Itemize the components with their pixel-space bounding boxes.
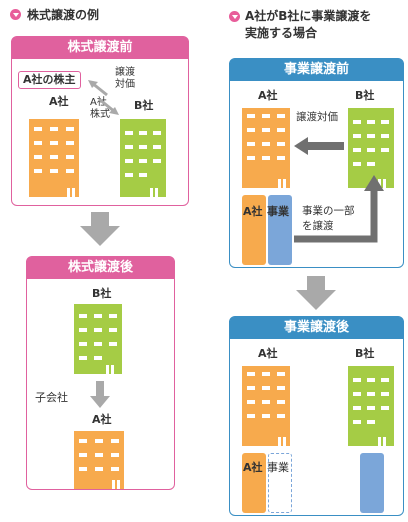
company-b-label: B社 [355,347,375,360]
left-heading: 株式譲渡の例 [27,8,100,22]
company-b-building-icon [74,304,122,374]
down-arrow-icon [296,276,336,310]
company-b-building-icon [348,366,394,446]
exchange-arrows [88,80,119,115]
transfer-label-line1: 事業の一部 [302,205,355,217]
company-b-label: B社 [134,99,154,112]
panel-business-transfer-before: 事業譲渡前 A社 B社 譲渡対価 A社 事業 事業の一部 を譲渡 [229,58,404,268]
company-a-building-icon [242,366,290,446]
acquired-business-bar [360,453,384,513]
company-a-core-bar [242,453,266,513]
down-arrow-icon [90,381,110,408]
panel-business-transfer-after: 事業譲渡後 A社 B社 A社 事業 [229,316,404,516]
bullet-icon [229,11,240,22]
transfer-label-line2: を譲渡 [302,220,334,232]
panel-stock-transfer-after: 株式譲渡後 B社 子会社 A社 [26,256,175,490]
company-a-label: A社 [258,347,278,360]
company-a-bar-label: A社 [243,461,263,474]
payment-label-line2: 対価 [115,79,135,90]
business-bar-label: 事業 [267,205,289,218]
bullet-icon [10,9,21,20]
company-a-building-icon [242,108,290,188]
panel-title: 株式譲渡前 [12,37,188,59]
company-a-label: A社 [92,413,112,426]
company-b-building-icon [120,119,166,197]
panel-stock-transfer-before: 株式譲渡前 A社の株主 A社 B社 譲渡 対価 A社 株式 [11,36,189,206]
company-b-label: B社 [92,287,112,300]
payment-label-line1: 譲渡 [115,67,135,78]
right-heading-line2: 実施する場合 [245,26,318,40]
subsidiary-label: 子会社 [35,391,68,404]
shareholder-tag: A社の株主 [18,71,81,89]
business-bar-label: 事業 [267,461,289,474]
shares-label-line1: A社 [90,97,107,108]
down-arrow-icon [80,212,120,246]
company-a-building-icon [74,431,124,489]
panel-title: 事業譲渡前 [230,59,403,81]
right-heading-line1: A社がB社に事業譲渡を [245,9,372,23]
company-b-building-icon [348,108,394,188]
company-a-core-bar [242,195,266,265]
company-b-label: B社 [355,89,375,102]
business-unit-bar [268,195,292,265]
panel-title: 事業譲渡後 [230,317,403,339]
company-a-bar-label: A社 [243,205,263,218]
company-a-label: A社 [49,95,69,108]
company-a-building-icon [29,119,79,197]
company-a-label: A社 [258,89,278,102]
shares-label-line2: 株式 [90,109,110,120]
payment-label: 譲渡対価 [296,111,338,123]
panel-title: 株式譲渡後 [27,257,174,279]
transferred-business-placeholder [268,453,292,513]
transfer-arrow-icon [294,175,384,243]
payment-arrow-icon [294,137,344,155]
